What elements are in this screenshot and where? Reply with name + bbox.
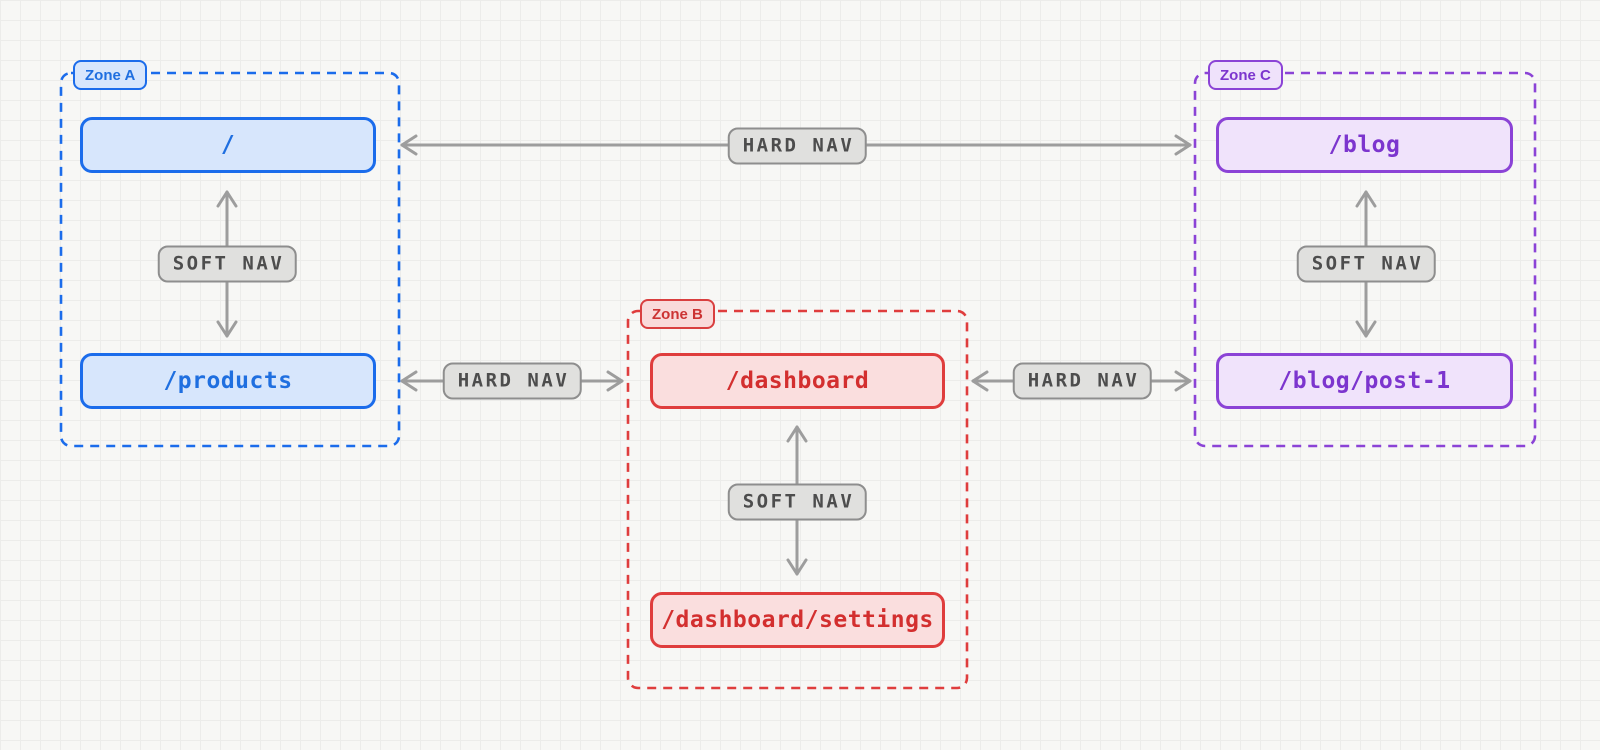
- route-node-home: /: [80, 117, 376, 173]
- zone-b-boundary: [626, 309, 969, 690]
- hard-nav-label-right: HARD NAV: [1012, 362, 1152, 400]
- zone-a-tag: Zone A: [73, 60, 148, 90]
- zone-b-tag: Zone B: [640, 299, 715, 329]
- soft-nav-label-zone-c: SOFT NAV: [1296, 245, 1436, 283]
- hard-nav-label-top: HARD NAV: [727, 127, 867, 165]
- route-node-dashboard: /dashboard: [650, 353, 945, 409]
- zone-c-boundary: [1193, 71, 1537, 448]
- route-node-dashboard-settings: /dashboard/settings: [650, 592, 945, 648]
- route-node-blog: /blog: [1216, 117, 1513, 173]
- zone-c-tag: Zone C: [1208, 60, 1283, 90]
- hard-nav-label-left: HARD NAV: [442, 362, 582, 400]
- soft-nav-label-zone-a: SOFT NAV: [157, 245, 297, 283]
- soft-nav-label-zone-b: SOFT NAV: [727, 483, 867, 521]
- route-node-products: /products: [80, 353, 376, 409]
- route-node-blog-post-1: /blog/post-1: [1216, 353, 1513, 409]
